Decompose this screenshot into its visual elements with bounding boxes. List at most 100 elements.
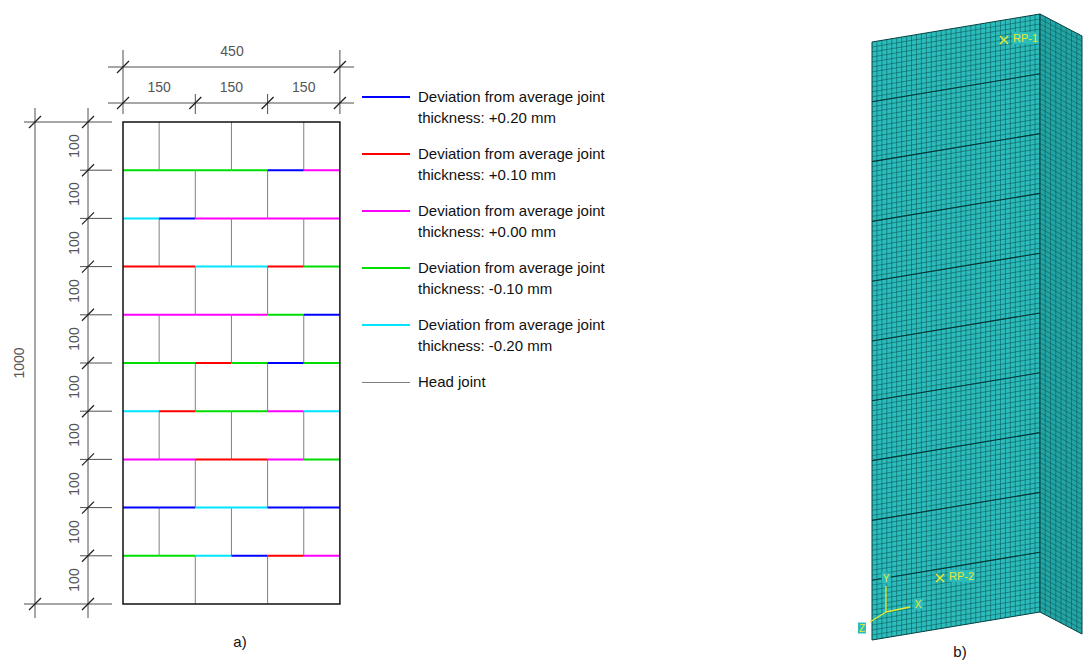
legend-swatch: [362, 153, 410, 155]
dimension-tick: [82, 212, 94, 224]
head-joint: [159, 218, 160, 266]
wall-outline: [123, 122, 340, 604]
extension-line: [80, 459, 112, 460]
reference-point-marker: [936, 574, 944, 582]
head-joint: [303, 218, 304, 266]
bed-joint: [304, 169, 340, 171]
bed-joint: [304, 410, 340, 412]
bed-joint: [159, 362, 195, 364]
legend-text: Deviation from average joint thickness: …: [418, 200, 610, 242]
bed-joint: [268, 217, 304, 219]
head-joint: [159, 122, 160, 170]
bed-joint: [268, 410, 304, 412]
bed-joint: [231, 410, 267, 412]
bed-joint: [123, 314, 159, 316]
bed-joint: [159, 169, 195, 171]
head-joint: [195, 459, 196, 507]
legend-swatch: [362, 382, 410, 383]
reference-point-marker: [1000, 36, 1008, 44]
dimension-tick: [189, 97, 201, 109]
bed-joint: [304, 266, 340, 268]
dimension-value: 100: [67, 568, 82, 591]
head-joint: [231, 411, 232, 459]
head-joint: [231, 508, 232, 556]
extension-line: [123, 50, 124, 114]
head-joint: [303, 411, 304, 459]
mortar-joint-lines: [872, 74, 1040, 580]
bed-joint: [268, 362, 304, 364]
bed-joint: [159, 458, 195, 460]
axis-label: Z: [858, 623, 866, 634]
dimension-value: 100: [67, 279, 82, 302]
bed-joint: [159, 507, 195, 509]
dimension-tick: [117, 61, 129, 73]
dimension-tick: [82, 598, 94, 610]
panel-label: b): [953, 644, 966, 661]
head-joint: [159, 508, 160, 556]
axis-line: [870, 612, 886, 622]
dimension-value: 100: [67, 424, 82, 447]
dimension-tick: [334, 61, 346, 73]
bed-joint: [195, 169, 231, 171]
bed-joint: [231, 458, 267, 460]
bed-joint: [268, 555, 304, 557]
bed-joint: [195, 266, 231, 268]
dimension-value: 100: [67, 520, 82, 543]
bed-joint: [195, 555, 231, 557]
head-joint: [159, 315, 160, 363]
head-joint: [195, 363, 196, 411]
side-face: [1040, 14, 1082, 634]
dimension-value: 150: [292, 80, 315, 95]
bed-joint: [304, 217, 340, 219]
bed-joint: [195, 217, 231, 219]
dimension-tick: [117, 97, 129, 109]
bed-joint: [123, 507, 159, 509]
bed-joint: [195, 410, 231, 412]
bed-joint: [231, 314, 267, 316]
dimension-tick: [29, 116, 41, 128]
head-joint: [267, 459, 268, 507]
dimension-tick: [82, 164, 94, 176]
dimension-value: 450: [220, 44, 243, 59]
dimension-tick: [29, 598, 41, 610]
dimension-tick: [82, 502, 94, 514]
head-joint: [267, 170, 268, 218]
bed-joint: [195, 362, 231, 364]
reference-point-label: RP-2: [948, 570, 975, 582]
bed-joint: [231, 507, 267, 509]
bed-joint: [159, 217, 195, 219]
legend-swatch: [362, 210, 410, 212]
bed-joint: [159, 410, 195, 412]
bed-joint: [159, 314, 195, 316]
head-joint: [267, 556, 268, 604]
axis-label: Y: [882, 573, 891, 584]
extension-line: [80, 363, 112, 364]
head-joint: [195, 556, 196, 604]
bed-joint: [268, 314, 304, 316]
dimension-tick: [82, 116, 94, 128]
extension-line: [80, 314, 112, 315]
bed-joint: [123, 458, 159, 460]
extension-line: [24, 122, 112, 123]
dimension-value: 150: [147, 80, 170, 95]
front-face: [872, 14, 1040, 640]
bed-joint: [231, 169, 267, 171]
bed-joint: [304, 458, 340, 460]
bed-joint: [195, 458, 231, 460]
head-joint: [231, 122, 232, 170]
bed-joint: [123, 555, 159, 557]
bed-joint: [231, 555, 267, 557]
legend-text: Deviation from average joint thickness: …: [418, 257, 610, 299]
extension-line: [80, 266, 112, 267]
dimension-value: 100: [67, 183, 82, 206]
bed-joint: [268, 507, 304, 509]
head-joint: [303, 122, 304, 170]
extension-line: [80, 507, 112, 508]
bed-joint: [123, 169, 159, 171]
head-joint: [159, 411, 160, 459]
dimension-value: 100: [67, 375, 82, 398]
bed-joint: [304, 507, 340, 509]
dimension-tick: [82, 309, 94, 321]
bed-joint: [231, 266, 267, 268]
